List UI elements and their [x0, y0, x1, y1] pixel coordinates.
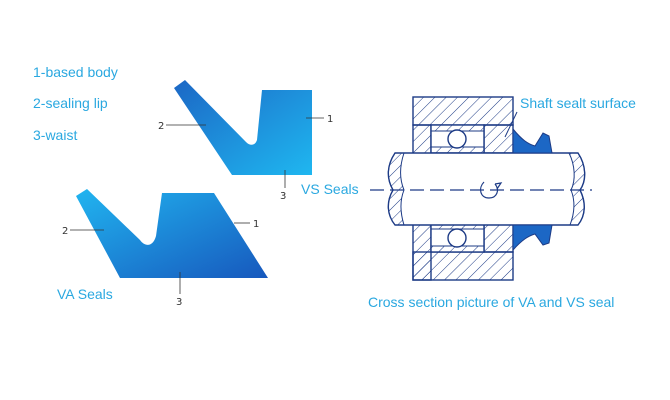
shaft-surface-label: Shaft sealt surface [520, 95, 636, 111]
v-seal-bottom [512, 224, 553, 252]
vs-seals-label: VS Seals [301, 181, 359, 197]
marker-1-upper: 1 [327, 114, 333, 125]
cross-section-drawing [370, 96, 592, 281]
marker-2-lower: 2 [62, 226, 68, 237]
bearing-bottom [430, 222, 485, 253]
seal-profile-upper: 2 1 3 [158, 80, 333, 202]
v-seal-top [512, 127, 553, 154]
cross-section-caption: Cross section picture of VA and VS seal [368, 294, 615, 310]
bearing-top [430, 124, 485, 154]
marker-2-upper: 2 [158, 121, 164, 132]
marker-1-lower: 1 [253, 219, 259, 230]
legend-item-based-body: 1-based body [33, 64, 118, 80]
seal-profile-lower: 2 1 3 [62, 189, 268, 308]
marker-3-lower: 3 [176, 297, 182, 308]
legend-item-sealing-lip: 2-sealing lip [33, 95, 108, 111]
shaft-surface-pointer [504, 111, 518, 138]
shaft [370, 152, 592, 226]
marker-3-upper: 3 [280, 191, 286, 202]
legend-item-waist: 3-waist [33, 127, 78, 143]
rotation-arrow [479, 181, 499, 199]
va-seals-label: VA Seals [57, 286, 113, 302]
